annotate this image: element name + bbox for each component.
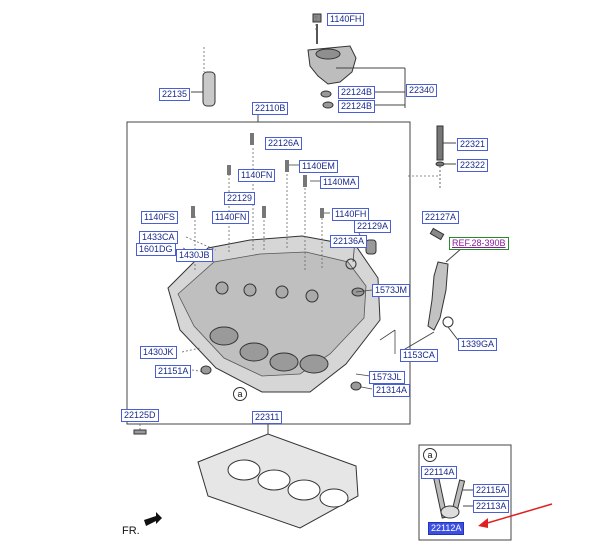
label-1140fh-top: 1140FH: [327, 13, 365, 26]
valve-housing-22340: [307, 13, 406, 109]
label-22113a: 22113A: [473, 500, 510, 513]
cylinder-head-body: [167, 235, 381, 393]
label-1140em: 1140EM: [299, 160, 338, 173]
label-1140fh-mid: 1140FH: [332, 208, 370, 221]
label-21151a: 21151A: [155, 365, 192, 378]
label-22115a: 22115A: [473, 484, 510, 497]
plug-21314a: [350, 381, 362, 391]
oring-22136a: [345, 258, 357, 270]
red-arrow-icon: [483, 503, 553, 525]
plug-21151a: [200, 365, 212, 375]
label-1573jm: 1573JM: [372, 284, 411, 297]
label-1140ma: 1140MA: [320, 176, 359, 189]
head-gasket-22311: [197, 420, 359, 529]
label-1140fs: 1140FS: [141, 211, 178, 224]
bolt-1140em: [285, 160, 289, 172]
label-1573jl: 1573JL: [369, 371, 405, 384]
bolt-1140fn-2: [262, 206, 266, 218]
bracket-ref: [399, 227, 463, 353]
callout-a-inset: a: [423, 448, 437, 462]
red-arrow-head-icon: [478, 518, 488, 528]
bolt-1140fh: [320, 208, 324, 218]
pin-22125d: [133, 429, 147, 435]
label-1339ga: 1339GA: [458, 338, 498, 351]
label-21314a: 21314A: [373, 384, 411, 397]
label-22124b-1: 22124B: [338, 86, 376, 99]
label-1430jk: 1430JK: [140, 346, 177, 359]
bolt-1140fn: [227, 165, 231, 175]
label-1153ca: 1153CA: [400, 349, 438, 362]
label-22112a-highlighted[interactable]: 22112A: [428, 522, 465, 535]
label-22135: 22135: [159, 88, 191, 101]
bolts-22321: [435, 125, 456, 190]
bolt-1140fs: [191, 206, 195, 218]
label-ref-28-390b[interactable]: REF.28-390B: [449, 237, 509, 250]
label-22340: 22340: [406, 84, 438, 97]
label-22124b-2: 22124B: [338, 100, 376, 113]
label-22125d: 22125D: [121, 409, 159, 422]
label-22110b: 22110B: [252, 102, 289, 115]
label-1430jb: 1430JB: [176, 249, 213, 262]
bolt-22126a: [250, 133, 254, 145]
callout-a-main: a: [233, 387, 247, 401]
label-22311: 22311: [252, 411, 283, 424]
bolt-1140ma: [303, 175, 307, 187]
label-22126a: 22126A: [265, 137, 303, 150]
label-22322: 22322: [457, 159, 489, 172]
dowel-22135: [191, 71, 216, 107]
label-22321: 22321: [457, 138, 489, 151]
label-22129: 22129: [224, 192, 256, 205]
label-22129a: 22129A: [354, 220, 392, 233]
label-22127a: 22127A: [422, 211, 460, 224]
plug-22129a: [365, 239, 377, 255]
inset-frame: [418, 444, 512, 541]
label-1601dg: 1601DG: [136, 243, 176, 256]
label-22114a: 22114A: [421, 466, 458, 479]
front-arrow-icon: [144, 512, 162, 526]
label-1140fn-2: 1140FN: [212, 211, 250, 224]
label-22136a: 22136A: [330, 235, 368, 248]
label-1140fn-1: 1140FN: [238, 169, 276, 182]
front-label: FR.: [122, 525, 140, 537]
